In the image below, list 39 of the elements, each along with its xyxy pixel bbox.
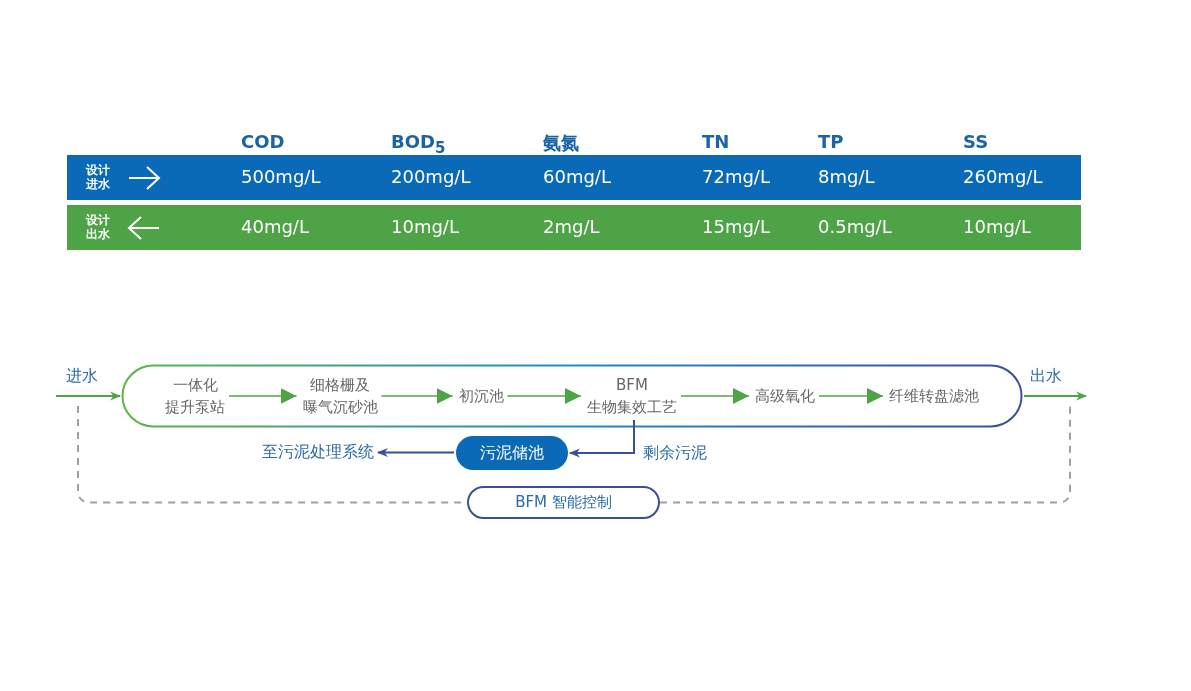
flow-chevron bbox=[680, 388, 750, 404]
process-step-label: 高级氧化 bbox=[755, 385, 815, 407]
row-label: 设计出水 bbox=[86, 213, 111, 241]
flow-chevron bbox=[506, 388, 582, 404]
process-step-label: 纤维转盘滤池 bbox=[889, 385, 979, 407]
process-step-label: 细格栅及曝气沉砂池 bbox=[302, 374, 378, 418]
column-header: 氨氮 bbox=[543, 131, 579, 155]
table-cell: 60mg/L bbox=[543, 166, 611, 187]
process-pill: 污泥储池 bbox=[456, 436, 568, 470]
row-label: 设计进水 bbox=[86, 163, 111, 191]
process-step-label: BFM 生物集效工艺 bbox=[587, 374, 677, 418]
table-cell: 260mg/L bbox=[963, 166, 1043, 187]
table-cell: 15mg/L bbox=[702, 216, 770, 237]
table-cell: 500mg/L bbox=[241, 166, 321, 187]
table-cell: 2mg/L bbox=[543, 216, 600, 237]
arrow bbox=[568, 419, 635, 458]
flow-chevron bbox=[228, 388, 298, 404]
table-cell: 8mg/L bbox=[818, 166, 875, 187]
edge-label: 剩余污泥 bbox=[643, 443, 707, 464]
arrow bbox=[55, 391, 122, 401]
table-cell: 10mg/L bbox=[963, 216, 1031, 237]
table-cell: 40mg/L bbox=[241, 216, 309, 237]
destination-label: 至污泥处理系统 bbox=[262, 442, 374, 463]
process-step-label: 初沉池 bbox=[458, 385, 504, 407]
arrow bbox=[376, 448, 455, 457]
process-step-label: 一体化提升泵站 bbox=[165, 374, 225, 418]
flow-chevron bbox=[818, 388, 884, 404]
table-cell: 0.5mg/L bbox=[818, 216, 892, 237]
arrow bbox=[1023, 391, 1088, 401]
table-cell: 200mg/L bbox=[391, 166, 471, 187]
table-cell: 10mg/L bbox=[391, 216, 459, 237]
control-pill: BFM 智能控制 bbox=[467, 486, 660, 519]
table-cell: 72mg/L bbox=[702, 166, 770, 187]
column-header: TP bbox=[818, 131, 844, 152]
column-header: BOD$_{5}$ bbox=[391, 131, 446, 157]
flow-chevron bbox=[380, 388, 454, 404]
column-header: TN bbox=[702, 131, 730, 152]
column-header: COD bbox=[241, 131, 285, 152]
column-header: SS bbox=[963, 131, 989, 152]
